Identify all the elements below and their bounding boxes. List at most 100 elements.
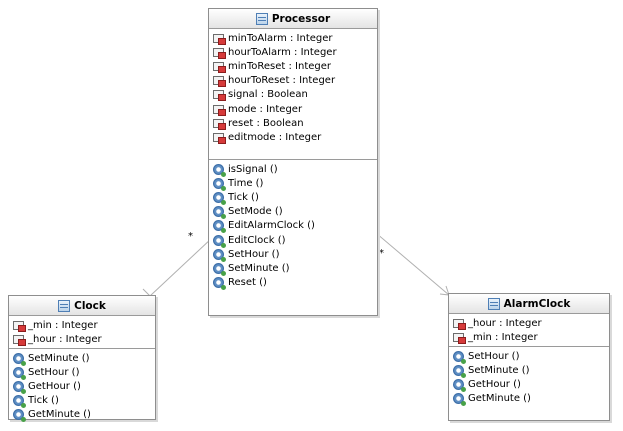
operations-compartment: isSignal () Time () Tick () SetMode () E… (209, 160, 377, 292)
public-operation-icon (13, 366, 26, 380)
class-icon (255, 12, 268, 25)
attribute-row[interactable]: editmode : Integer (213, 130, 373, 144)
operation-row[interactable]: Tick () (13, 394, 151, 409)
public-operation-icon (13, 395, 26, 409)
public-operation-icon (213, 262, 226, 276)
attribute-row[interactable]: _hour : Integer (13, 332, 151, 346)
multiplicity-processor-clock: * (188, 231, 193, 242)
attribute-label: signal : Boolean (228, 89, 308, 101)
class-name: Clock (74, 299, 106, 312)
public-operation-icon (453, 378, 466, 392)
operation-label: Time () (228, 177, 264, 189)
operation-label: Tick () (28, 395, 59, 407)
attribute-row[interactable]: minToAlarm : Integer (213, 31, 373, 45)
attribute-row[interactable]: reset : Boolean (213, 116, 373, 130)
public-operation-icon (213, 191, 226, 205)
attribute-row[interactable]: mode : Integer (213, 102, 373, 116)
operation-row[interactable]: SetHour () (453, 349, 605, 364)
attribute-row[interactable]: signal : Boolean (213, 88, 373, 102)
class-name: AlarmClock (503, 297, 571, 310)
operation-row[interactable]: SetMinute () (213, 261, 373, 276)
operation-label: GetMinute () (28, 409, 91, 421)
class-icon (487, 297, 500, 310)
attribute-label: minToAlarm : Integer (228, 32, 333, 44)
operation-row[interactable]: GetMinute () (453, 392, 605, 407)
private-attribute-icon (213, 118, 226, 130)
public-operation-icon (213, 206, 226, 220)
operation-row[interactable]: EditAlarmClock () (213, 219, 373, 234)
operation-label: SetMinute () (468, 364, 530, 376)
private-attribute-icon (213, 132, 226, 144)
operation-label: GetHour () (468, 378, 521, 390)
attribute-label: mode : Integer (228, 103, 303, 115)
public-operation-icon (13, 380, 26, 394)
public-operation-icon (213, 277, 226, 291)
operation-row[interactable]: SetHour () (213, 247, 373, 262)
operation-label: Reset () (228, 277, 267, 289)
operation-label: SetHour () (28, 366, 80, 378)
operation-row[interactable]: isSignal () (213, 162, 373, 177)
operation-row[interactable]: GetMinute () (13, 408, 151, 423)
operation-label: SetHour () (468, 350, 520, 362)
public-operation-icon (213, 163, 226, 177)
operation-row[interactable]: SetHour () (13, 365, 151, 380)
attribute-row[interactable]: hourToReset : Integer (213, 74, 373, 88)
attribute-label: _min : Integer (28, 319, 98, 331)
operation-label: GetHour () (28, 380, 81, 392)
public-operation-icon (453, 393, 466, 407)
operation-label: EditAlarmClock () (228, 220, 315, 232)
operation-row[interactable]: Time () (213, 176, 373, 191)
private-attribute-icon (213, 104, 226, 116)
operation-row[interactable]: GetHour () (13, 379, 151, 394)
operation-row[interactable]: Tick () (213, 190, 373, 205)
operation-row[interactable]: SetMinute () (13, 351, 151, 366)
operation-label: SetHour () (228, 248, 280, 260)
class-clock[interactable]: Clock _min : Integer _hour : Integer Set… (8, 295, 156, 423)
attribute-label: editmode : Integer (228, 131, 322, 143)
private-attribute-icon (13, 320, 26, 332)
public-operation-icon (213, 220, 226, 234)
class-processor[interactable]: Processor minToAlarm : Integer hourToAla… (208, 8, 378, 316)
attribute-label: _min : Integer (468, 331, 538, 343)
attribute-row[interactable]: hourToAlarm : Integer (213, 45, 373, 59)
attribute-row[interactable]: _hour : Integer (453, 316, 605, 330)
operation-row[interactable]: Reset () (213, 276, 373, 291)
private-attribute-icon (453, 318, 466, 330)
operation-label: EditClock () (228, 234, 286, 246)
class-header-alarmclock[interactable]: AlarmClock (449, 294, 609, 314)
private-attribute-icon (213, 61, 226, 73)
attributes-compartment: _hour : Integer _min : Integer (449, 314, 609, 347)
attribute-label: _hour : Integer (28, 333, 102, 345)
attribute-label: reset : Boolean (228, 117, 304, 129)
association-processor-clock[interactable] (149, 237, 213, 297)
multiplicity-processor-alarmclock: * (379, 248, 384, 259)
operation-label: SetMode () (228, 206, 283, 218)
public-operation-icon (213, 248, 226, 262)
class-header-clock[interactable]: Clock (9, 296, 155, 316)
attribute-row[interactable]: _min : Integer (13, 318, 151, 332)
public-operation-icon (13, 352, 26, 366)
private-attribute-icon (213, 76, 226, 88)
public-operation-icon (13, 409, 26, 423)
association-processor-alarmclock[interactable] (375, 232, 450, 296)
class-header-processor[interactable]: Processor (209, 9, 377, 29)
attribute-row[interactable]: _min : Integer (453, 330, 605, 344)
attributes-compartment: minToAlarm : Integer hourToAlarm : Integ… (209, 29, 377, 160)
class-alarmclock[interactable]: AlarmClock _hour : Integer _min : Intege… (448, 293, 610, 421)
operation-label: GetMinute () (468, 393, 531, 405)
operation-row[interactable]: SetMinute () (453, 363, 605, 378)
private-attribute-icon (213, 33, 226, 45)
public-operation-icon (213, 177, 226, 191)
attribute-label: hourToReset : Integer (228, 75, 336, 87)
private-attribute-icon (453, 332, 466, 344)
attribute-row[interactable]: minToReset : Integer (213, 59, 373, 73)
operation-label: SetMinute () (228, 262, 290, 274)
attributes-compartment: _min : Integer _hour : Integer (9, 316, 155, 349)
attribute-label: _hour : Integer (468, 317, 542, 329)
operation-row[interactable]: SetMode () (213, 205, 373, 220)
private-attribute-icon (13, 334, 26, 346)
private-attribute-icon (213, 47, 226, 59)
operation-row[interactable]: GetHour () (453, 377, 605, 392)
operation-row[interactable]: EditClock () (213, 233, 373, 248)
